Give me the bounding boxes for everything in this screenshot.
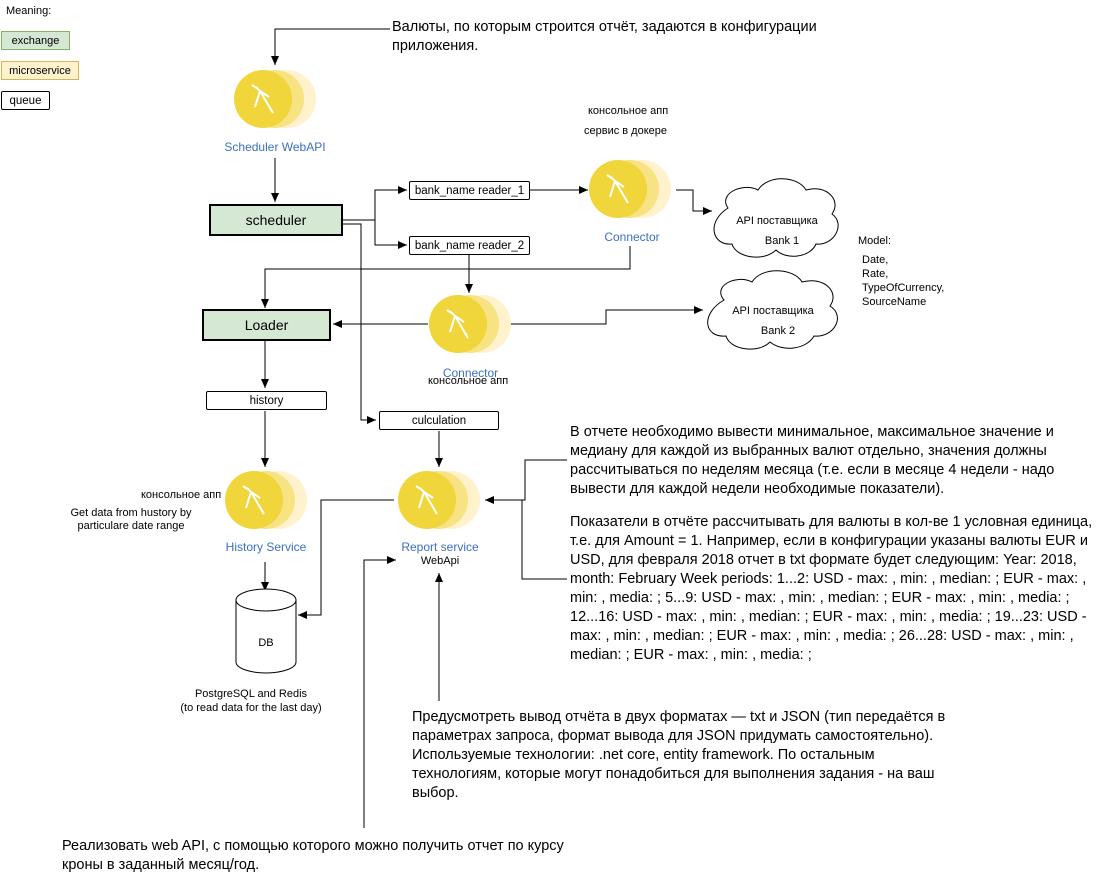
model-field-rate: Rate, <box>862 268 889 280</box>
arrow-connector-to-bank1 <box>676 189 712 215</box>
arrow-desc2-to-report <box>521 500 567 580</box>
arrow-webapi-task-to-report <box>363 556 396 828</box>
report-desc-1: В отчете необходимо вывести минимальное,… <box>570 424 1055 497</box>
report-desc-2: Показатели в отчёте рассчитывать для вал… <box>570 514 1093 663</box>
model-title: Model: <box>858 235 892 247</box>
scheduler-exchange: scheduler <box>209 204 343 236</box>
connector1-label: Connector <box>604 230 660 244</box>
db-desc-1: PostgreSQL and Redis <box>194 688 308 700</box>
model-field-source: SourceName <box>862 296 927 308</box>
connector1-icon <box>589 160 671 218</box>
bank1-name: Bank 1 <box>764 235 800 247</box>
queue-reader1: bank_name reader_1 <box>409 181 530 200</box>
queue-reader2: bank_name reader_2 <box>409 236 530 255</box>
history-service-label: History Service <box>225 540 307 554</box>
arrow-report-to-db <box>298 499 394 619</box>
connector2-label: Connector <box>442 366 499 380</box>
arrow-scheduler-to-reader1 <box>343 186 407 221</box>
arrow-config-to-scheduler-webapi <box>271 28 390 65</box>
bank1-title: API поставщика <box>736 215 818 227</box>
bank1-cloud <box>713 178 839 258</box>
queue-calculation: culculation <box>379 411 499 430</box>
db-cylinder <box>235 588 297 674</box>
legend-exchange: exchange <box>1 31 70 50</box>
report-service-icon <box>398 471 480 529</box>
history-service-icon <box>225 471 307 529</box>
loader-exchange: Loader <box>202 309 331 341</box>
arrow-scheduler-to-calculation <box>343 223 376 424</box>
note-history-desc: Get data from hustory by particulare dat… <box>70 507 192 532</box>
connector2-icon <box>429 295 511 353</box>
formats-note: Предусмотреть вывод отчёта в двух формат… <box>412 709 946 801</box>
report-service-sublabel: WebApi <box>420 555 460 567</box>
bank2-title: API поставщика <box>732 305 814 317</box>
note-console-history: консольное апп <box>141 489 222 501</box>
db-desc-2: (to read data for the last day) <box>180 702 322 714</box>
note-docker: сервис в докере <box>584 125 668 137</box>
db-label: DB <box>258 637 274 649</box>
bank2-cloud <box>707 270 838 350</box>
connector-lines <box>261 28 712 828</box>
scheduler-webapi-label: Scheduler WebAPI <box>224 140 326 154</box>
model-field-date: Date, <box>862 254 889 266</box>
config-note: Валюты, по которым строится отчёт, задаю… <box>392 19 817 54</box>
webapi-task-note: Реализовать web API, с помощью которого … <box>62 838 564 873</box>
bank2-name: Bank 2 <box>760 325 796 337</box>
arrow-scheduler-to-reader2 <box>343 219 407 249</box>
legend-title: Meaning: <box>6 5 52 17</box>
note-console-mid: консольное апп <box>428 375 509 387</box>
scheduler-webapi-icon <box>234 70 316 128</box>
arrow-connector-to-loader <box>261 246 631 308</box>
report-service-label: Report service <box>401 540 479 554</box>
service-icons <box>225 70 671 529</box>
model-field-currency: TypeOfCurrency, <box>862 282 945 294</box>
legend-microservice: microservice <box>1 61 79 80</box>
arrow-connector2-to-bank2 <box>510 306 703 325</box>
arrow-desc1-to-report <box>485 459 567 504</box>
legend-queue: queue <box>1 91 50 110</box>
queue-history: history <box>206 391 327 410</box>
note-console-top: консольное апп <box>588 105 669 117</box>
